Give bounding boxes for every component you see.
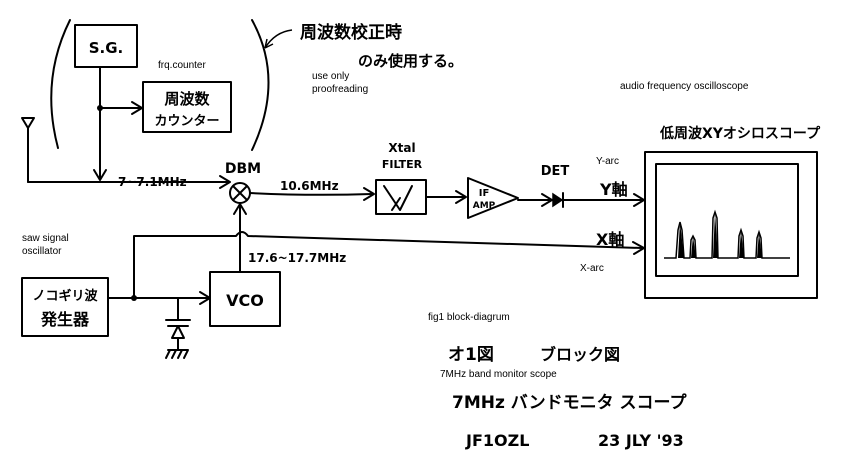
frequency-counter-note: frq.counter <box>158 60 206 71</box>
sawtooth-generator-label-line2: 発生器 <box>40 310 90 329</box>
calibration-note-line2: のみ使用する。 <box>358 52 463 70</box>
dbm-label: DBM <box>225 161 261 177</box>
callsign: JF1OZL <box>465 431 529 450</box>
xtal-filter-label-line2: FILTER <box>382 158 423 171</box>
signal-generator-block <box>74 24 138 68</box>
sawtooth-junction-dot <box>131 295 137 301</box>
xtal-filter-symbol <box>383 185 413 211</box>
detector-diode-icon <box>552 192 564 208</box>
fig-note: fig1 block-diagrum <box>428 312 510 323</box>
scope-title: 低周波XYオシロスコープ <box>659 125 821 142</box>
vco-label: VCO <box>226 291 264 310</box>
sawtooth-to-scope-x-line <box>133 231 643 299</box>
vco-to-mixer-arrow <box>233 203 247 215</box>
saw-oscillator-note-line2: oscillator <box>22 246 62 257</box>
y-axis-label: Y軸 <box>599 180 628 199</box>
calibration-note-pointer <box>264 29 293 49</box>
antenna-icon <box>21 117 35 183</box>
x-arc-note: X-arc <box>580 263 604 274</box>
use-only-note-line1: use only <box>312 71 349 82</box>
sawtooth-generator-label-line1: ノコギリ波 <box>32 288 98 304</box>
block-diagram-caption: ブロック図 <box>540 345 620 364</box>
xtal-filter-label-line1: Xtal <box>388 141 415 155</box>
frequency-counter-label-line2: カウンター <box>154 114 219 129</box>
frequency-counter-label-line1: 周波数 <box>164 90 210 108</box>
sawtooth-to-scope-x-arrow <box>632 241 645 255</box>
oscilloscope-screen <box>655 163 799 277</box>
lo-frequency-label: 17.6~17.7MHz <box>248 251 346 265</box>
filter-to-ifamp-arrow <box>455 190 467 204</box>
oscilloscope-outer <box>644 151 818 299</box>
y-arc-note: Y-arc <box>596 156 619 167</box>
mixer-to-filter-line <box>249 192 373 196</box>
calibration-bracket-right <box>251 19 270 151</box>
ground-icon <box>165 349 189 359</box>
oscilloscope-peaks <box>678 212 762 258</box>
saw-oscillator-note-line1: saw signal <box>22 233 69 244</box>
detector-label: DET <box>541 164 570 179</box>
sg-output-arrow <box>93 169 107 181</box>
date: 23 JLY '93 <box>598 431 684 450</box>
mixer-to-filter-arrow <box>363 187 375 201</box>
signal-generator-label: S.G. <box>89 39 124 57</box>
if-amp-triangle <box>467 177 519 219</box>
vco-block <box>209 271 281 327</box>
ifamp-to-detector-arrow <box>541 193 553 207</box>
antenna-to-mixer-arrow <box>219 175 231 189</box>
frequency-counter-block <box>142 81 232 133</box>
sawtooth-generator-block <box>21 277 109 337</box>
band-scope-note: 7MHz band monitor scope <box>440 369 557 380</box>
x-axis-label: X軸 <box>596 230 624 249</box>
varicap-diode-icon <box>165 319 191 351</box>
calibration-note-line1: 周波数校正時 <box>300 22 402 43</box>
if-amp-label-line1: IF <box>479 188 490 199</box>
dbm-mixer-cross <box>232 185 248 201</box>
if-frequency-label: 10.6MHz <box>280 179 339 193</box>
if-amp-label-line2: AMP <box>473 201 496 211</box>
use-only-note-line2: proofreading <box>312 84 368 95</box>
title-caption: 7MHz バンドモニタ スコープ <box>452 392 688 413</box>
fig-title: オ1図 <box>448 345 494 365</box>
calibration-note-pointer-head <box>264 38 274 49</box>
audio-scope-note: audio frequency oscilloscope <box>620 81 749 92</box>
rf-input-frequency: 7~7.1MHz <box>118 175 187 189</box>
calibration-bracket-left <box>50 19 71 149</box>
